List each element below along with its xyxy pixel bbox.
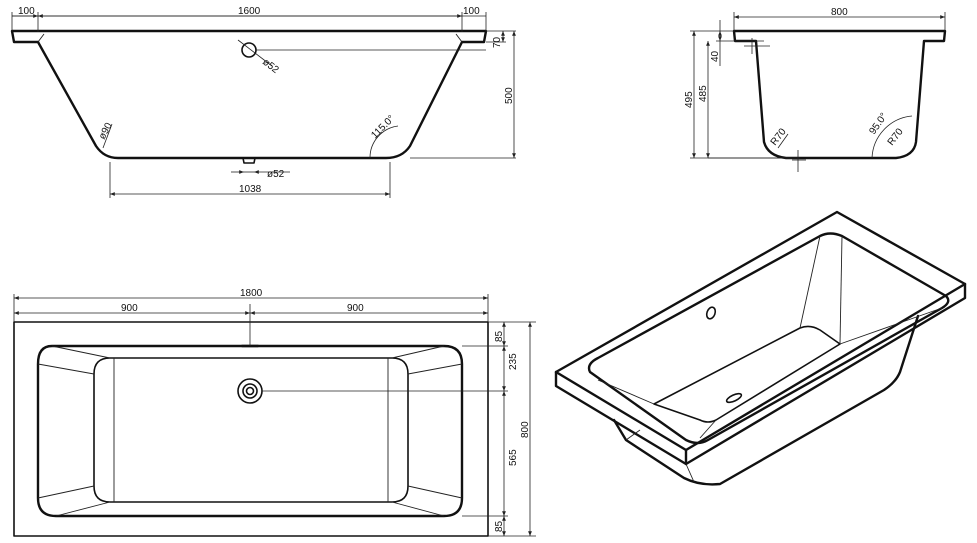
end-view-outline <box>732 29 947 160</box>
dim-total-height: 500 <box>504 87 515 104</box>
dim-total-length: 1800 <box>240 288 263 299</box>
drain-core <box>245 386 255 396</box>
dim-remaining: 565 <box>508 449 519 466</box>
dim-inner-height: 485 <box>698 85 709 102</box>
top-view-rim <box>13 321 489 537</box>
top-view: 1800 900 900 85 235 565 85 800 <box>13 288 536 537</box>
isometric-view <box>554 210 967 486</box>
dim-outer-height: 495 <box>684 91 695 108</box>
dim-rim-height: 70 <box>492 36 503 48</box>
dim-drain-bottom: ø52 <box>267 169 285 180</box>
iso-body <box>612 314 920 486</box>
dim-rim-bottom: 85 <box>494 520 505 532</box>
dim-end-wall-angle: 95.0° <box>867 111 889 137</box>
dim-rim-left: 100 <box>18 6 35 17</box>
angle-arc <box>369 125 399 159</box>
top-view-basin <box>36 344 464 518</box>
side-view-outline <box>10 29 488 160</box>
drain-outlet <box>242 157 256 164</box>
rim-edge <box>37 33 463 43</box>
dim-inner-length: 1600 <box>238 6 261 17</box>
dim-bottom-length: 1038 <box>239 184 262 195</box>
dim-end-width: 800 <box>831 7 848 18</box>
side-view: 100 1600 100 70 500 ø52 ø90 115.0° ø52 1… <box>10 6 516 198</box>
dim-end-radius-right: R70 <box>886 126 906 148</box>
dim-top-width: 800 <box>520 421 531 438</box>
dim-rim-depth: 40 <box>710 50 721 62</box>
dim-drain-offset: 235 <box>508 353 519 370</box>
end-angle-arc <box>871 115 913 159</box>
drain <box>237 378 263 404</box>
drain-inner <box>242 383 258 399</box>
iso-overflow-hole <box>705 306 717 320</box>
dim-radius: ø90 <box>97 121 115 142</box>
dim-rim-top: 85 <box>494 330 505 342</box>
iso-basin-opening <box>587 232 950 445</box>
dim-rim-right: 100 <box>463 6 480 17</box>
dim-half-right: 900 <box>347 303 364 314</box>
dim-half-left: 900 <box>121 303 138 314</box>
leader-drain-top <box>237 39 273 67</box>
iso-drain <box>725 392 743 404</box>
end-view: 800 495 485 40 R70 R70 95.0° <box>684 7 947 172</box>
